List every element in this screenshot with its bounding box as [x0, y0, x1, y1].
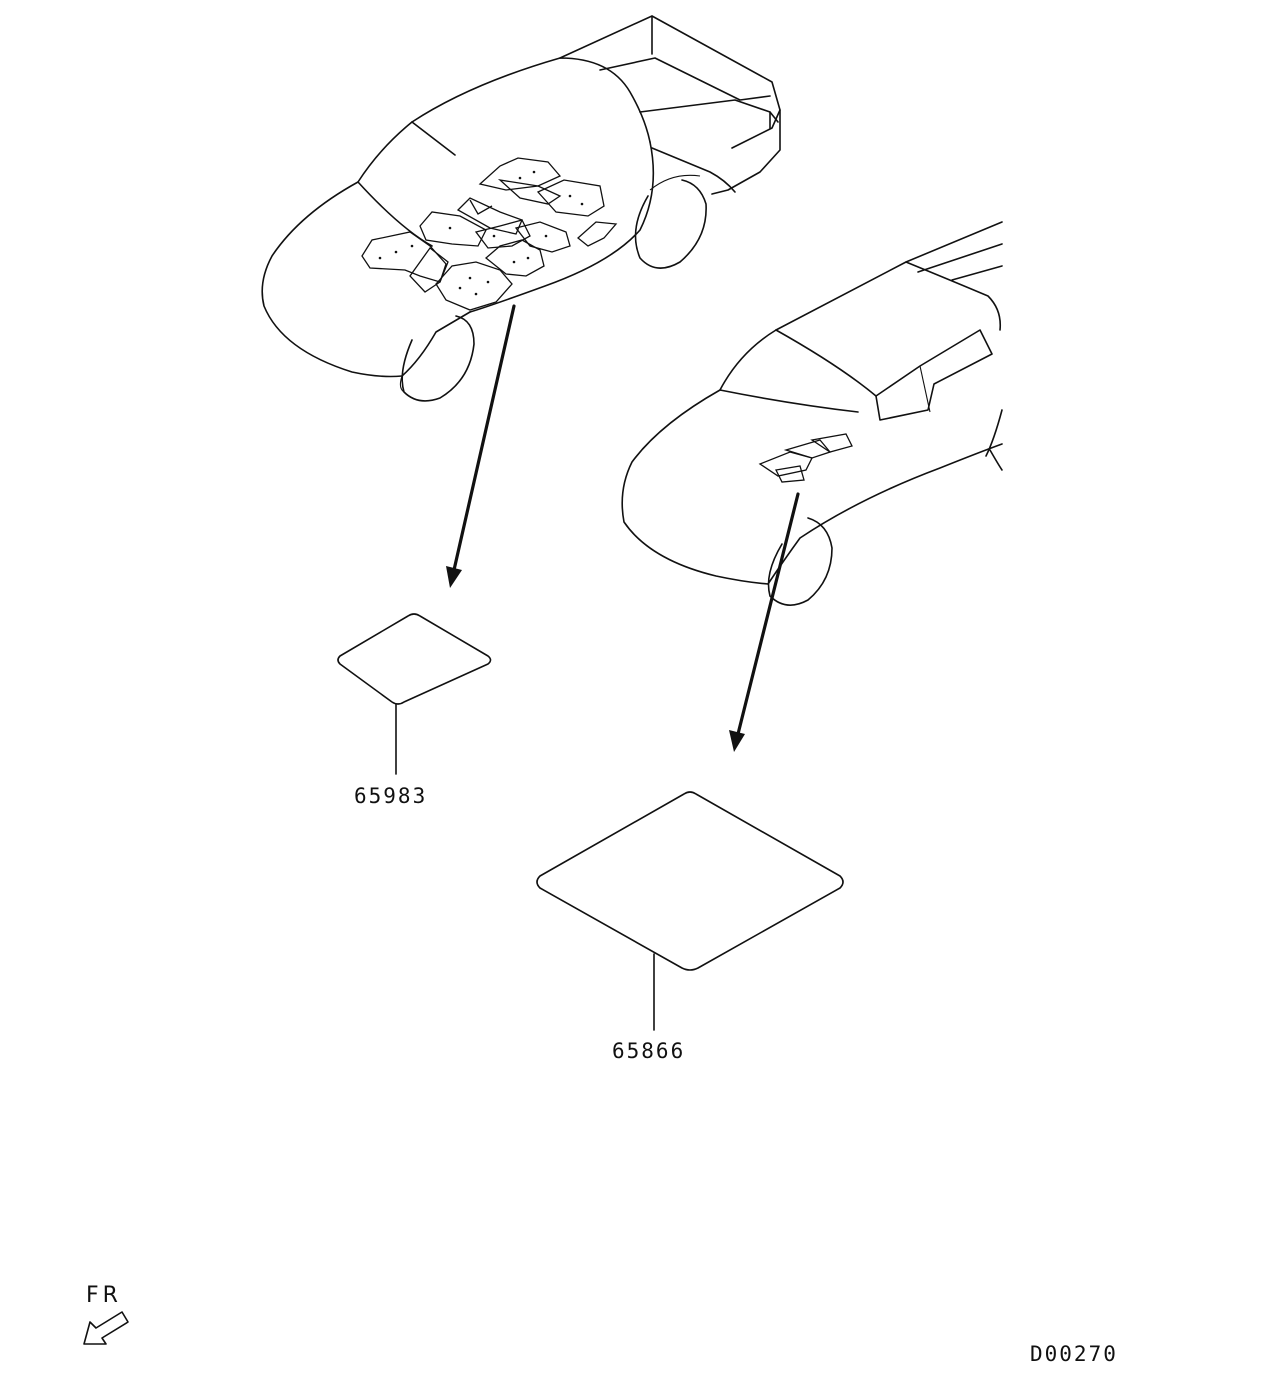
pickup-truck-illustration: [261, 15, 781, 402]
floor-mat-set: [361, 157, 618, 311]
part-65983-shape: [337, 613, 492, 775]
suv-floor-mat-set: [758, 433, 853, 483]
front-direction-label: FR: [86, 1283, 122, 1308]
front-direction-arrow-icon: [83, 1311, 129, 1345]
part-number-label: 65866: [612, 1039, 686, 1063]
suv-illustration: [621, 221, 1003, 606]
pointer-arrow-2: [729, 492, 800, 752]
pointer-arrow-1: [446, 304, 516, 588]
part-65866-shape: [536, 791, 844, 1031]
diagram-code-label: D00270: [1030, 1342, 1118, 1366]
part-number-label: 65983: [354, 784, 428, 808]
